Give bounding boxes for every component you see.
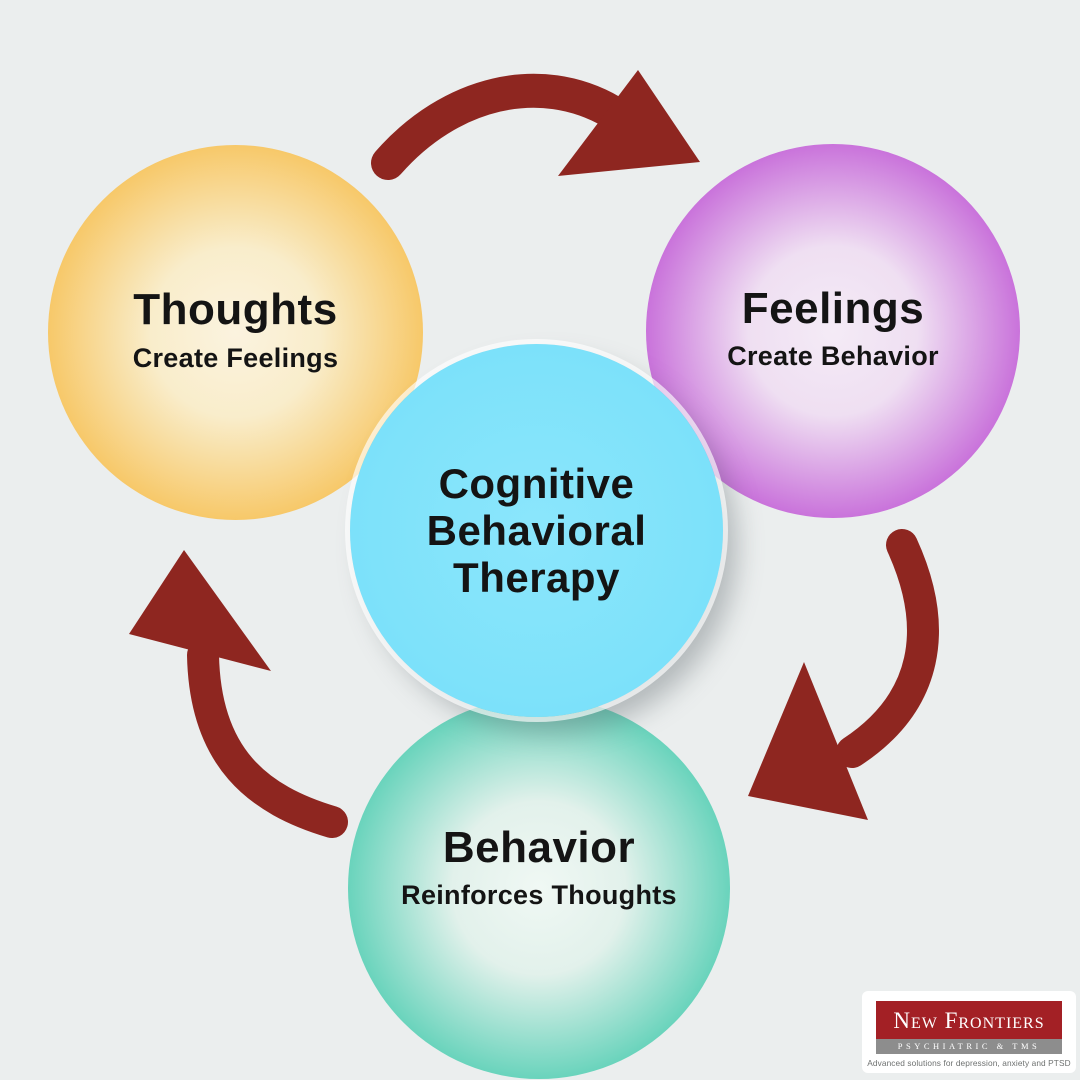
behavior-title: Behavior	[442, 822, 636, 872]
logo-tagline: Advanced solutions for depression, anxie…	[867, 1058, 1071, 1068]
arrow-feelings-to-behavior-icon	[748, 529, 939, 820]
feelings-subtitle: Create Behavior	[727, 341, 939, 372]
cbt-title-line-1: Cognitive	[438, 460, 635, 507]
feelings-title: Feelings	[741, 283, 925, 333]
thoughts-subtitle: Create Feelings	[132, 342, 339, 373]
thoughts-title: Thoughts	[133, 285, 338, 335]
feelings-text-block: Feelings Create Behavior	[727, 283, 939, 372]
arrow-thoughts-to-feelings-icon	[371, 70, 700, 180]
arrow-behavior-to-thoughts-icon	[129, 550, 348, 838]
behavior-text-block: Behavior Reinforces Thoughts	[401, 822, 677, 911]
feelings-circle: Feelings Create Behavior	[646, 144, 1020, 518]
logo-division: Psychiatric & TMS	[876, 1039, 1062, 1054]
logo-brand-name: New Frontiers	[876, 1001, 1062, 1039]
cbt-center-text-block: Cognitive Behavioral Therapy	[427, 460, 647, 601]
thoughts-text-block: Thoughts Create Feelings	[133, 287, 339, 373]
cbt-title-line-3: Therapy	[453, 554, 620, 601]
new-frontiers-logo: New Frontiers Psychiatric & TMS Advanced…	[862, 991, 1076, 1073]
cbt-center-circle: Cognitive Behavioral Therapy	[350, 344, 723, 717]
cbt-title-line-2: Behavioral	[426, 507, 647, 554]
behavior-circle: Behavior Reinforces Thoughts	[348, 697, 730, 1079]
thoughts-circle: Thoughts Create Feelings	[48, 145, 423, 520]
behavior-subtitle: Reinforces Thoughts	[401, 880, 677, 911]
